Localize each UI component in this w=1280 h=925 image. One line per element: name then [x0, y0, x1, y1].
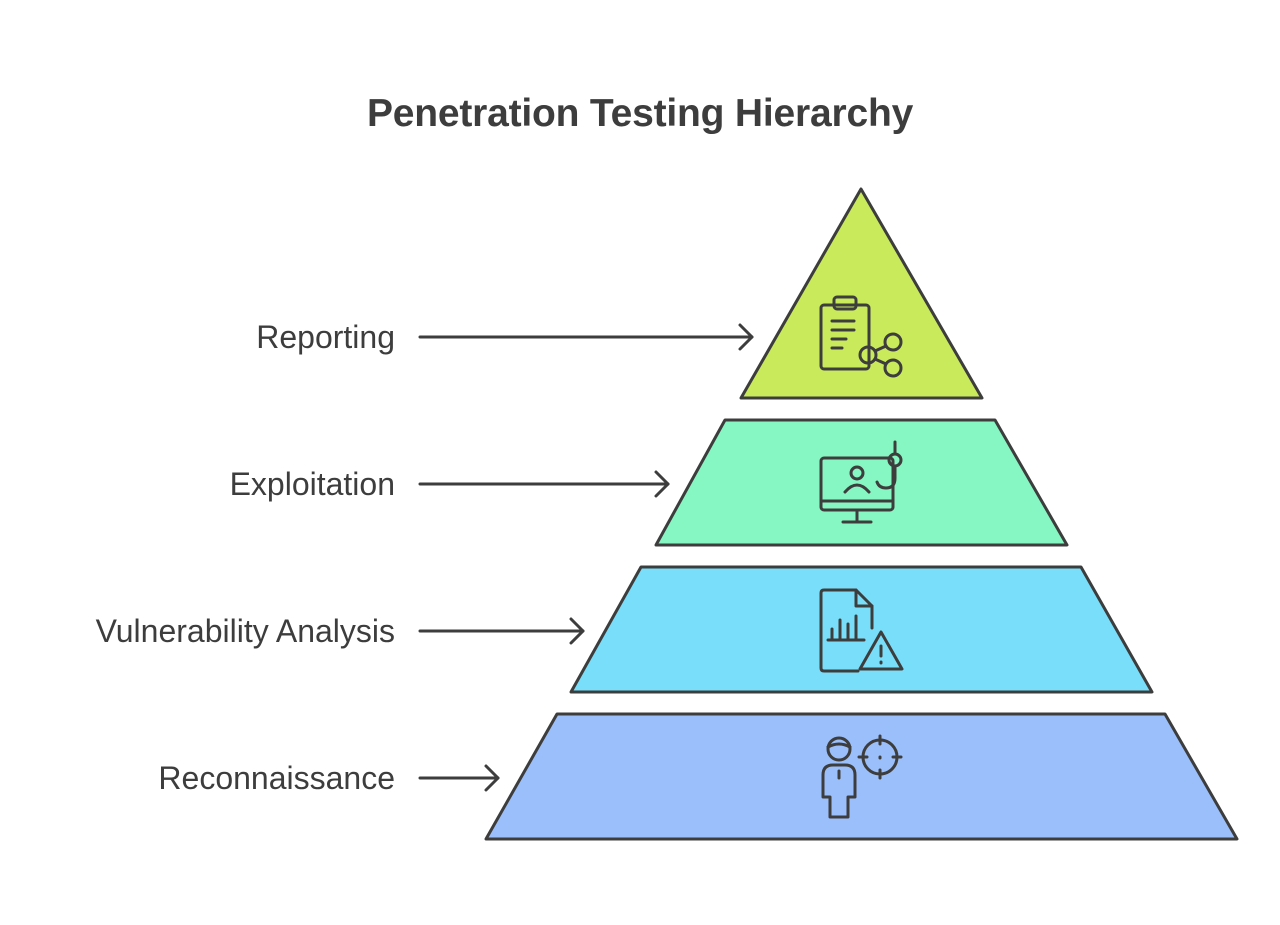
arrow-reporting: [418, 323, 754, 351]
pyramid-level-vulnerability-analysis: [569, 565, 1154, 694]
document-chart-warning-icon: [819, 588, 904, 673]
level-label-exploitation: Exploitation: [230, 466, 395, 502]
level-label-reporting: Reporting: [256, 319, 395, 355]
level-label-reconnaissance: Reconnaissance: [158, 760, 395, 796]
level-label-vulnerability-analysis: Vulnerability Analysis: [96, 613, 395, 649]
arrow-exploitation: [418, 470, 670, 498]
monitor-user-hook-icon: [819, 440, 903, 524]
tier-vulnerability-analysis-shape: [569, 565, 1154, 694]
diagram-title: Penetration Testing Hierarchy: [366, 92, 914, 135]
tier-exploitation-shape: [654, 418, 1069, 547]
pyramid-level-reconnaissance: [484, 712, 1239, 841]
arrow-vulnerability-analysis: [418, 617, 585, 645]
pyramid-level-exploitation: [654, 418, 1069, 547]
arrow-reconnaissance: [418, 764, 500, 792]
pyramid-level-reporting: [739, 187, 984, 400]
person-target-icon: [821, 734, 903, 819]
clipboard-share-icon: [819, 295, 903, 378]
tier-reporting-shape: [739, 187, 984, 400]
tier-reconnaissance-shape: [484, 712, 1239, 841]
